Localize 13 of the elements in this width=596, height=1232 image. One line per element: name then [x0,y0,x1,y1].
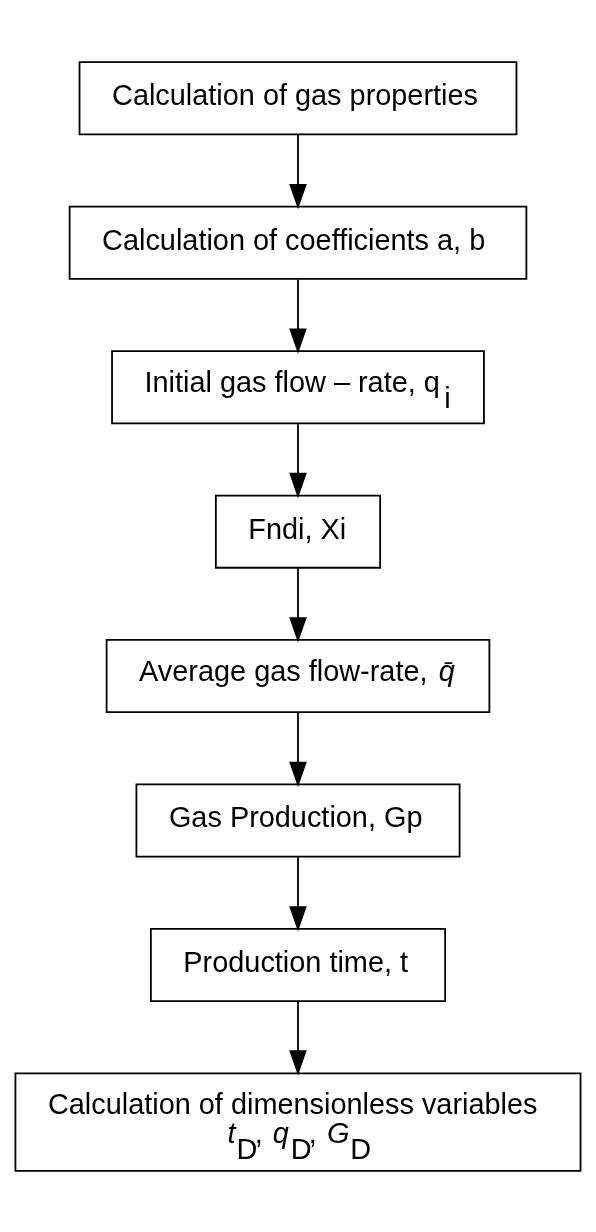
node-box: Calculation of coefficients a, b [68,205,528,280]
arrow [289,711,307,787]
arrow [289,566,307,643]
arrow [289,855,307,931]
arrow [289,277,307,354]
node-box: Production time, t [149,927,447,1002]
arrow [289,422,307,498]
arrow [289,1000,307,1075]
node-box: Calculation of gas properties [78,60,518,135]
node-box: Average gas flow-rate, q̄ [105,638,491,713]
node-box: Fndi, Xi [214,494,382,569]
arrow [289,133,307,209]
node-box: Gas Production, Gp [135,783,461,858]
